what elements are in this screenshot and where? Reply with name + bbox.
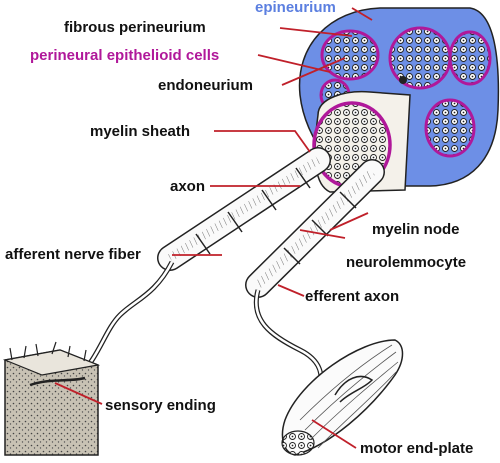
label-efferent-axon: efferent axon (305, 288, 399, 305)
leader-lines (54, 7, 373, 449)
label-myelin-sheath: myelin sheath (90, 123, 190, 140)
label-axon: axon (170, 178, 205, 195)
afferent-fiber (76, 147, 331, 380)
skin-block (2, 341, 101, 456)
label-epineurium: epineurium (255, 0, 336, 16)
label-perineural-epithelioid-cells: perineural epithelioid cells (30, 47, 219, 64)
label-neurolemmocyte: neurolemmocyte (346, 254, 466, 271)
muscle (281, 339, 404, 456)
label-endoneurium: endoneurium (158, 77, 253, 94)
label-afferent-nerve-fiber: afferent nerve fiber (5, 246, 141, 263)
label-motor-end-plate: motor end-plate (360, 440, 473, 457)
label-fibrous-perineurium: fibrous perineurium (64, 19, 206, 36)
label-sensory-ending: sensory ending (105, 397, 216, 414)
label-myelin-node: myelin node (372, 221, 460, 238)
nerve-trunk (298, 7, 500, 193)
